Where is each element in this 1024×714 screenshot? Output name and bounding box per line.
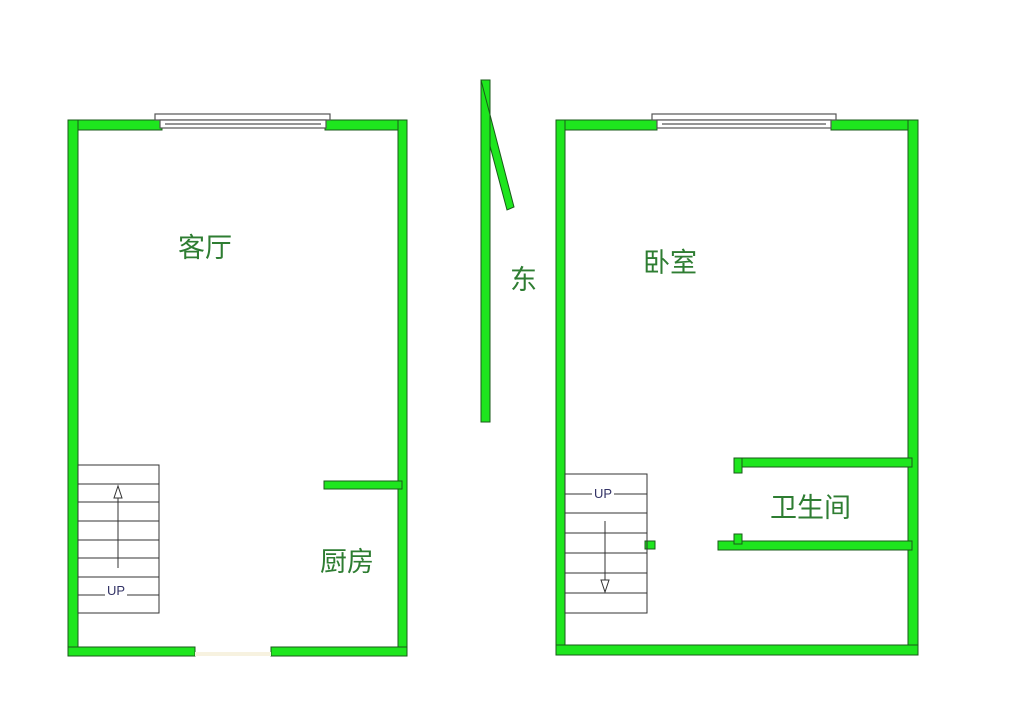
level-1-walls (67, 119, 408, 657)
level-2-walls (555, 119, 919, 656)
room-label-kitchen: 厨房 (320, 547, 374, 578)
arrow-down-icon (600, 579, 610, 594)
level-1-stair (77, 464, 160, 614)
room-label-living-room: 客厅 (178, 233, 232, 264)
stair-label-level-2: UP (592, 486, 615, 501)
level-2-window (651, 113, 837, 129)
stair-label-level-1: UP (105, 583, 128, 598)
room-label-bathroom: 卫生间 (770, 493, 851, 524)
compass-direction-label: 东 (510, 265, 537, 296)
level-1-window (154, 113, 331, 129)
north-arrow-icon (480, 79, 515, 423)
level-1-entry-door (195, 652, 271, 656)
room-label-bedroom: 卧室 (643, 248, 697, 279)
arrow-up-icon (113, 484, 123, 499)
